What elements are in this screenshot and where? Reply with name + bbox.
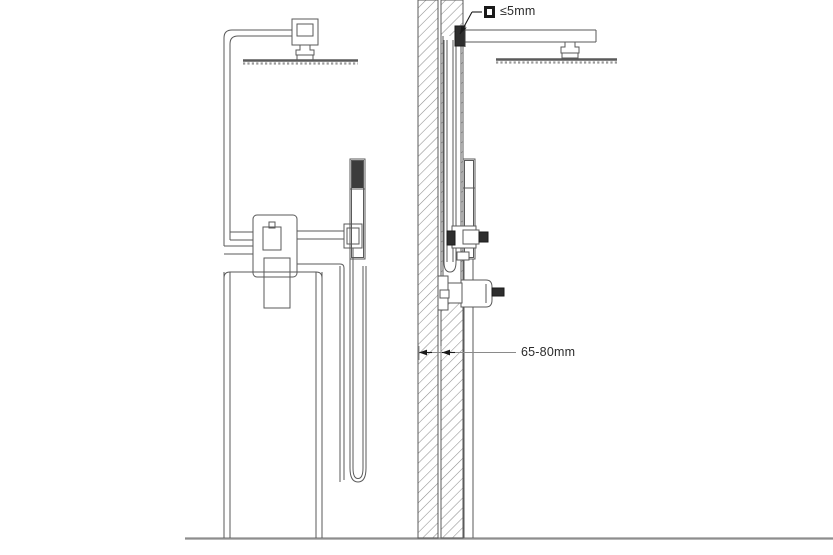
flexible-hose-loop — [297, 248, 367, 483]
vertical-riser-pipe — [223, 29, 292, 246]
mixer-inlet-stubs — [224, 231, 253, 255]
handheld-outlet-arm — [297, 230, 344, 240]
dimension-line-wall-thickness — [418, 346, 516, 360]
handheld-shower-wand-left — [349, 158, 366, 260]
filled-square-icon — [484, 6, 495, 18]
shower-head-connector-right — [560, 41, 580, 59]
label-max-gap: ≤5mm — [500, 4, 536, 18]
pipe-connector-blocks — [439, 251, 470, 299]
rain-shower-head-left — [243, 59, 358, 65]
wall-layer-outer — [417, 0, 439, 539]
handheld-outlet-block — [343, 223, 363, 249]
rain-shower-head-right — [496, 58, 617, 64]
label-wall-thickness: 65-80mm — [521, 345, 576, 359]
concealed-riser-pipe — [443, 40, 457, 273]
annotation-leader-max5mm — [459, 11, 482, 35]
diverter-valve-body — [446, 225, 489, 249]
mixer-valve-body-right — [447, 279, 505, 308]
shower-head-connector-left — [291, 18, 319, 61]
mixer-handle-left — [263, 257, 291, 309]
pedestal-column — [223, 271, 323, 538]
wall-shower-arm-right — [463, 29, 597, 43]
